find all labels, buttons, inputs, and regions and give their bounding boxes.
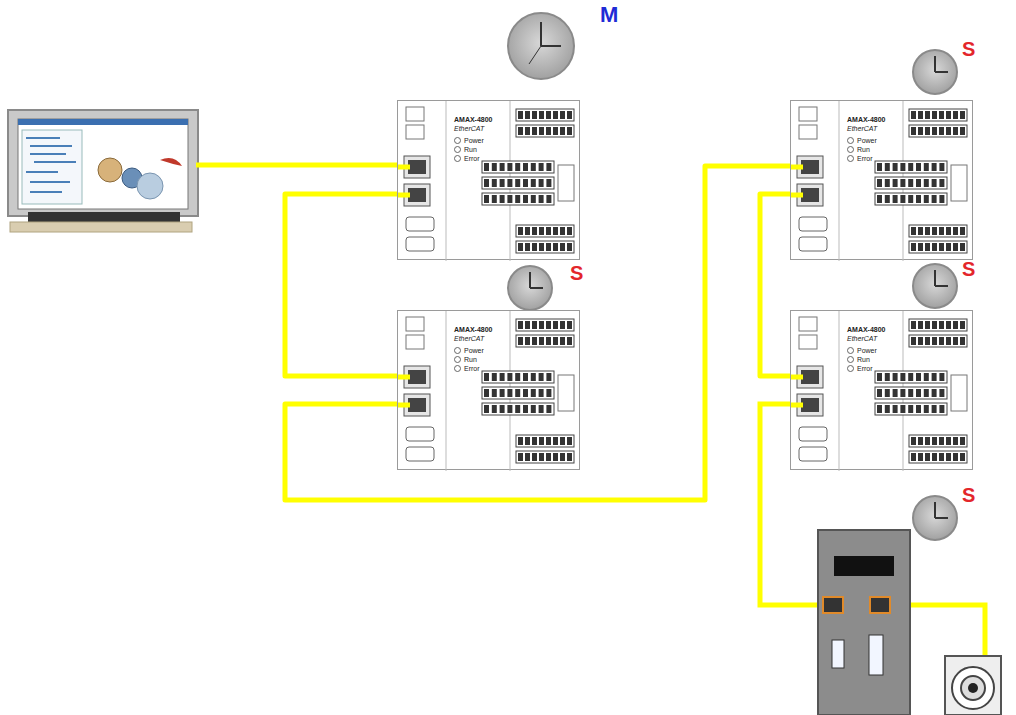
led-label: Power [454, 136, 510, 145]
model-name: AMAX-4800 [454, 115, 510, 124]
led-label: Run [454, 145, 510, 154]
bus-logo: EtherCAT [454, 124, 510, 133]
io-module: AMAX-4800EtherCAT PowerRunError [790, 100, 973, 260]
led-label: Error [454, 364, 510, 373]
io-module: AMAX-4800EtherCAT PowerRunError [397, 100, 580, 260]
module-hardware [398, 311, 581, 471]
led-label: Power [454, 346, 510, 355]
module-text: AMAX-4800EtherCAT PowerRunError [847, 115, 903, 163]
bus-logo: EtherCAT [847, 334, 903, 343]
clock-role-label: S [570, 262, 583, 285]
module-text: AMAX-4800EtherCAT PowerRunError [454, 325, 510, 373]
led-label: Power [847, 136, 903, 145]
module-text: AMAX-4800EtherCAT PowerRunError [847, 325, 903, 373]
led-label: Error [454, 154, 510, 163]
io-module: AMAX-4800EtherCAT PowerRunError [397, 310, 580, 470]
model-name: AMAX-4800 [847, 325, 903, 334]
clock-role-label: S [962, 38, 975, 61]
clock-role-label: S [962, 484, 975, 507]
ethercat-cable [760, 194, 790, 376]
bus-logo: EtherCAT [847, 124, 903, 133]
bus-logo: EtherCAT [454, 334, 510, 343]
clock-role-label: M [600, 2, 618, 28]
led-label: Run [847, 145, 903, 154]
laptop [8, 110, 198, 232]
led-label: Run [847, 355, 903, 364]
model-name: AMAX-4800 [847, 115, 903, 124]
servo-drive [818, 530, 910, 715]
module-hardware [791, 311, 974, 471]
model-name: AMAX-4800 [454, 325, 510, 334]
servo-motor [945, 656, 1001, 715]
module-hardware [791, 101, 974, 261]
module-text: AMAX-4800EtherCAT PowerRunError [454, 115, 510, 163]
led-label: Error [847, 154, 903, 163]
led-label: Power [847, 346, 903, 355]
ethercat-cable [285, 194, 397, 376]
clock-role-label: S [962, 258, 975, 281]
led-label: Run [454, 355, 510, 364]
io-module: AMAX-4800EtherCAT PowerRunError [790, 310, 973, 470]
led-label: Error [847, 364, 903, 373]
module-hardware [398, 101, 581, 261]
